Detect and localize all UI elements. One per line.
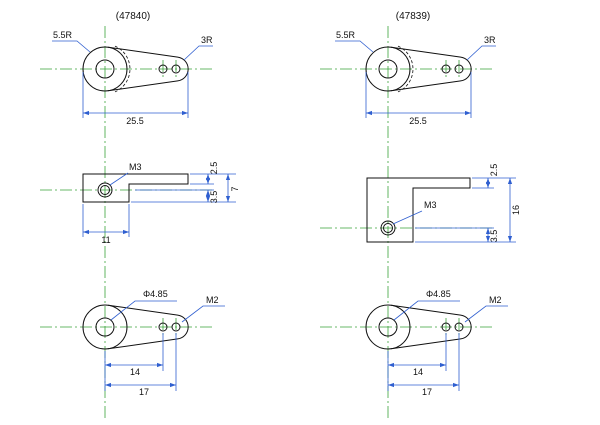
- length-dimension-label: 25.5: [409, 116, 427, 126]
- side-view: M3 2.5 3.5 7 11: [40, 162, 240, 245]
- threaded-hole-inner: [383, 223, 393, 233]
- drawing-47839: (47839) 5.5R 3R 25.5: [320, 11, 521, 420]
- large-radius-leader: [335, 40, 374, 53]
- arm-hole: [454, 64, 464, 74]
- height-dimension-label: 7: [230, 186, 240, 191]
- part-number-title: (47840): [116, 11, 150, 22]
- height-dimension-label: 16: [511, 205, 521, 215]
- thread-leader: [109, 172, 129, 186]
- thread-label: M3: [129, 162, 142, 172]
- drawing-47840: (47840) 5.5R 3R 25.5: [40, 11, 240, 420]
- center-bore: [378, 317, 398, 337]
- small-radius-label: 3R: [201, 35, 213, 45]
- arm-outline: [391, 46, 472, 92]
- hub-outline: [365, 46, 411, 92]
- thread-label: M3: [424, 200, 437, 210]
- arm-hole: [441, 64, 451, 74]
- hole-2-dimension-label: 17: [422, 387, 432, 397]
- small-radius-leader: [183, 45, 213, 61]
- side-view: M3 2.5 3.5 16: [320, 164, 521, 243]
- thread-leader: [181, 305, 225, 323]
- thread-leader: [392, 210, 423, 225]
- thickness-dimension-label: 2.5: [489, 164, 499, 177]
- arm-hole: [158, 64, 168, 74]
- arm-hole: [171, 322, 181, 332]
- bore-leader: [110, 300, 177, 321]
- bore-label: Φ4.85: [426, 289, 451, 299]
- arm-hole: [441, 322, 451, 332]
- center-bore: [95, 317, 115, 337]
- hole-1-dimension-label: 14: [130, 367, 140, 377]
- horn-profile: [82, 173, 189, 203]
- large-radius-label: 5.5R: [53, 30, 73, 40]
- hole-2-dimension-label: 17: [139, 387, 149, 397]
- arm-outline: [108, 46, 189, 92]
- threaded-hole-inner: [100, 185, 110, 195]
- large-radius-label: 5.5R: [336, 30, 356, 40]
- threaded-hole-outer: [97, 182, 113, 198]
- bore-leader: [393, 300, 460, 321]
- arm-hole: [158, 322, 168, 332]
- bore-label: Φ4.85: [143, 289, 168, 299]
- thread-label: M2: [489, 295, 502, 305]
- width-dimension-label: 11: [101, 235, 110, 245]
- large-radius-leader: [52, 40, 91, 53]
- bottom-view: Φ4.85 M2 14 17: [320, 289, 508, 397]
- center-bore: [95, 59, 115, 79]
- horn-profile: [366, 177, 471, 243]
- part-number-title: (47839): [396, 11, 430, 22]
- thickness-dimension-label: 2.5: [209, 162, 219, 175]
- bottom-view: Φ4.85 M2 14 17: [40, 289, 225, 397]
- hub-outline: [82, 304, 128, 350]
- small-radius-label: 3R: [484, 35, 496, 45]
- arm-outline: [108, 304, 189, 350]
- small-radius-leader: [466, 45, 496, 61]
- hole-offset-dimension-label: 3.5: [489, 230, 499, 243]
- length-dimension-label: 25.5: [126, 116, 144, 126]
- hidden-edge: [114, 45, 131, 93]
- hub-outline: [82, 46, 128, 92]
- hidden-edge: [397, 45, 414, 93]
- hole-1-dimension-label: 14: [413, 367, 423, 377]
- center-bore: [378, 59, 398, 79]
- arm-outline: [391, 304, 472, 350]
- thread-label: M2: [206, 295, 219, 305]
- top-view: 5.5R 3R 25.5: [40, 30, 215, 126]
- thread-leader: [464, 305, 508, 323]
- arm-hole: [454, 322, 464, 332]
- arm-hole: [171, 64, 181, 74]
- threaded-hole-outer: [380, 220, 396, 236]
- hole-offset-dimension-label: 3.5: [209, 191, 219, 204]
- hub-outline: [365, 304, 411, 350]
- top-view: 5.5R 3R 25.5: [320, 30, 496, 126]
